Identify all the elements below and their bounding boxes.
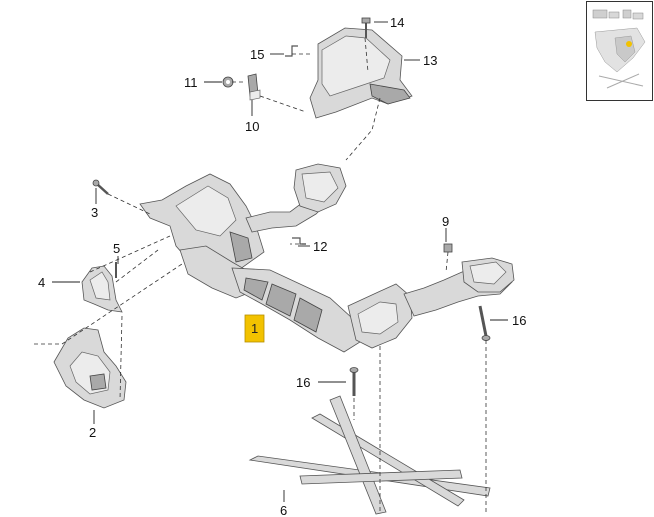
part-13-heat-shield <box>309 27 413 119</box>
part-15-clip <box>285 45 298 57</box>
callout-11: 11 <box>184 75 198 90</box>
callout-13: 13 <box>423 53 437 68</box>
callout-10: 10 <box>245 119 259 134</box>
callout-16-lower: 16 <box>296 375 310 390</box>
callout-12: 12 <box>313 239 327 254</box>
overview-thumbnail <box>586 1 653 101</box>
callout-15: 15 <box>250 47 264 62</box>
part-6-brace-plates <box>248 395 491 515</box>
part-16-bolt-lower <box>349 367 359 396</box>
part-11-nut <box>222 76 234 88</box>
callout-6: 6 <box>280 503 287 517</box>
callout-3: 3 <box>91 205 98 220</box>
callout-2: 2 <box>89 425 96 440</box>
part-10-bracket <box>247 73 261 101</box>
part-16-bolt-right <box>478 305 491 341</box>
callout-16-right: 16 <box>512 313 526 328</box>
part-14-bolt <box>361 17 371 38</box>
part-4-cover <box>81 265 123 313</box>
callout-9: 9 <box>442 214 449 229</box>
leader-lines <box>52 21 508 502</box>
callout-1: 1 <box>251 321 258 336</box>
callout-1-highlighted: 1 <box>244 314 265 343</box>
part-1-front-subframe <box>139 163 515 353</box>
part-2-lower-bracket <box>53 327 127 409</box>
part-9-bolt <box>443 243 453 253</box>
callout-14: 14 <box>390 15 404 30</box>
assembly-lines <box>34 37 487 512</box>
callout-labels: 14 13 15 11 10 3 12 5 4 2 9 16 16 6 <box>38 15 526 517</box>
callout-4: 4 <box>38 275 45 290</box>
callout-5: 5 <box>113 241 120 256</box>
part-12-clip <box>292 237 306 245</box>
part-3-bolt <box>92 179 109 195</box>
